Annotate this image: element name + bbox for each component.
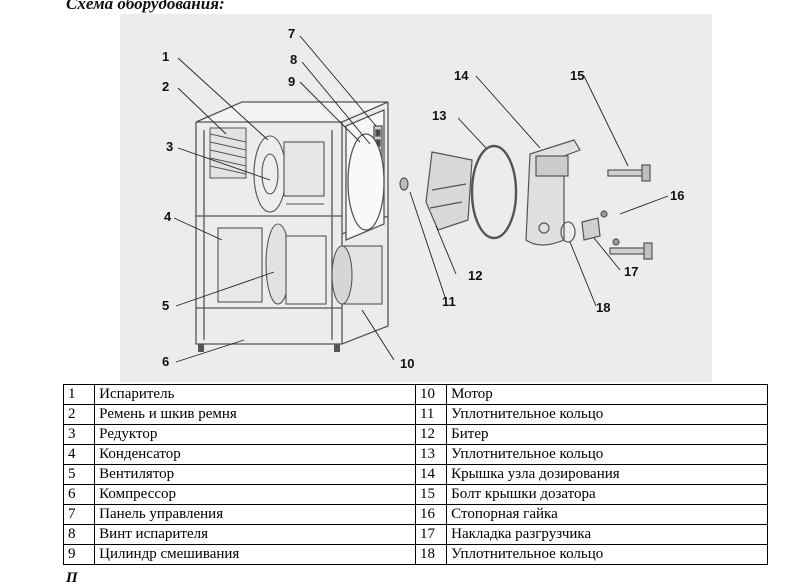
legend-left-number: 9 [62, 544, 96, 565]
callout-5: 5 [162, 298, 169, 313]
legend-right-name: Стопорная гайка [446, 504, 768, 525]
callout-9: 9 [288, 74, 295, 89]
legend-right-name: Крышка узла дозирования [446, 464, 768, 485]
legend-right-name: Уплотнительное кольцо [446, 444, 768, 465]
legend-left-number: 1 [62, 384, 96, 405]
callout-2: 2 [162, 79, 169, 94]
exploded-parts [399, 139, 653, 260]
motor [331, 245, 383, 305]
callout-18: 18 [596, 300, 610, 315]
legend-left-name: Цилиндр смешивания [94, 544, 416, 565]
legend-left-name: Винт испарителя [94, 524, 416, 545]
legend-left-number: 7 [62, 504, 96, 525]
legend-right-name: Битер [446, 424, 768, 445]
legend-left-name: Панель управления [94, 504, 416, 525]
callout-11: 11 [442, 294, 456, 309]
callout-3: 3 [166, 139, 173, 154]
legend-left-name: Ремень и шкив ремня [94, 404, 416, 425]
legend-left-number: 3 [62, 424, 96, 445]
legend-left-number: 2 [62, 404, 96, 425]
diagram-heading: Схема оборудования: [66, 0, 225, 13]
callout-12: 12 [468, 268, 482, 283]
legend-left-number: 8 [62, 524, 96, 545]
callout-6: 6 [162, 354, 169, 369]
cover-bolts [607, 164, 653, 260]
legend-right-number: 16 [414, 504, 448, 525]
callout-17: 17 [624, 264, 638, 279]
legend-right-name: Уплотнительное кольцо [446, 404, 768, 425]
legend-left-number: 6 [62, 484, 96, 505]
legend-left-number: 5 [62, 464, 96, 485]
callout-7: 7 [288, 26, 295, 41]
leader-lines [173, 35, 669, 363]
legend-left-number: 4 [62, 444, 96, 465]
legend-right-number: 11 [414, 404, 448, 425]
legend-left-name: Редуктор [94, 424, 416, 445]
legend-right-number: 13 [414, 444, 448, 465]
equipment-drawing: 1 2 3 4 5 6 7 8 9 10 11 12 13 14 15 16 1… [162, 26, 684, 371]
callout-1: 1 [162, 49, 169, 64]
compressor-fan [217, 223, 327, 305]
callout-16: 16 [670, 188, 684, 203]
cabinet-feet [198, 344, 340, 352]
legend-left-name: Вентилятор [94, 464, 416, 485]
footer-fragment: П [66, 570, 78, 586]
legend-right-number: 12 [414, 424, 448, 445]
legend-right-number: 18 [414, 544, 448, 565]
legend-right-number: 15 [414, 484, 448, 505]
callout-10: 10 [400, 356, 414, 371]
callout-15: 15 [570, 68, 584, 83]
legend-right-number: 10 [414, 384, 448, 405]
callout-numbers: 1 2 3 4 5 6 7 8 9 10 11 12 13 14 15 16 1… [162, 26, 684, 371]
legend-right-number: 14 [414, 464, 448, 485]
legend-right-name: Мотор [446, 384, 768, 405]
equipment-diagram: 1 2 3 4 5 6 7 8 9 10 11 12 13 14 15 16 1… [120, 14, 712, 382]
legend-left-name: Испаритель [94, 384, 416, 405]
legend-right-name: Уплотнительное кольцо [446, 544, 768, 565]
mixing-cylinder [347, 133, 385, 231]
callout-4: 4 [164, 209, 172, 224]
evaporator-assembly [253, 135, 325, 213]
legend-left-name: Конденсатор [94, 444, 416, 465]
condenser-grille [209, 127, 247, 179]
legend-right-name: Болт крышки дозатора [446, 484, 768, 505]
callout-13: 13 [432, 108, 446, 123]
callout-14: 14 [454, 68, 469, 83]
legend-right-number: 17 [414, 524, 448, 545]
legend-right-name: Накладка разгрузчика [446, 524, 768, 545]
callout-8: 8 [290, 52, 297, 67]
legend-left-name: Компрессор [94, 484, 416, 505]
